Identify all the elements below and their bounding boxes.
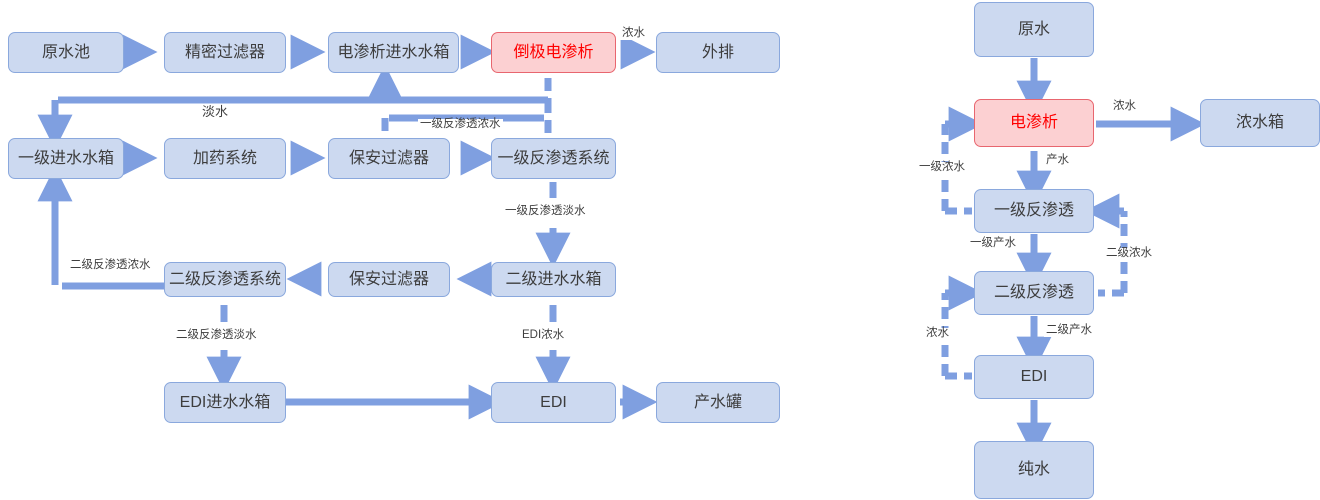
node-label: 二级反渗透系统: [168, 270, 281, 288]
node-label: 一级进水水箱: [17, 149, 114, 167]
node-stage1-feed-tank[interactable]: 一级进水水箱: [8, 138, 124, 179]
node-discharge[interactable]: 外排: [656, 32, 780, 73]
node-dosing-system[interactable]: 加药系统: [164, 138, 286, 179]
node-label: 二级进水水箱: [505, 270, 602, 288]
node-label: 浓水箱: [1235, 114, 1284, 131]
edge-label-ro1-permeate: 一级反渗透淡水: [503, 205, 588, 218]
node-label: 加药系统: [192, 149, 257, 167]
edge-label-ro1-concentrate: 一级反渗透浓水: [418, 118, 503, 131]
node-label: 一级反渗透: [993, 202, 1074, 219]
node-pure-water[interactable]: 纯水: [974, 441, 1094, 499]
node-label: 精密过滤器: [184, 43, 265, 61]
node-stage2-feed-tank[interactable]: 二级进水水箱: [491, 262, 616, 297]
edge-label-edi-concentrate: EDI浓水: [520, 329, 567, 342]
node-edi[interactable]: EDI: [491, 382, 616, 423]
edge-label-product-water: 产水: [1044, 154, 1071, 167]
node-label: 原水池: [41, 43, 90, 61]
node-raw-water[interactable]: 原水: [974, 2, 1094, 57]
node-label: 电渗析: [1009, 114, 1058, 131]
edge-label-concentrate-loop: 浓水: [924, 327, 951, 340]
node-label: 一级反渗透系统: [497, 149, 610, 167]
edge-label-concentrate: 浓水: [620, 27, 647, 40]
node-ro2[interactable]: 二级反渗透: [974, 271, 1094, 315]
node-cartridge-filter-2[interactable]: 保安过滤器: [328, 262, 450, 297]
node-label: 外排: [701, 43, 734, 61]
node-label: EDI: [1020, 368, 1048, 385]
node-ro1[interactable]: 一级反渗透: [974, 189, 1094, 233]
node-label: 保安过滤器: [348, 149, 429, 167]
edge-label-stage1-concentrate: 一级浓水: [917, 161, 967, 174]
node-product-water-tank[interactable]: 产水罐: [656, 382, 780, 423]
edge-label-stage2-concentrate: 二级浓水: [1104, 247, 1154, 260]
node-ed[interactable]: 电渗析: [974, 99, 1094, 147]
node-label: 原水: [1017, 20, 1050, 38]
node-ro2-system[interactable]: 二级反渗透系统: [164, 262, 286, 297]
edge-label-stage2-product: 二级产水: [1044, 324, 1094, 337]
node-label: 二级反渗透: [993, 284, 1074, 301]
node-cartridge-filter-1[interactable]: 保安过滤器: [328, 138, 450, 179]
node-label: 纯水: [1017, 461, 1050, 478]
node-ro1-system[interactable]: 一级反渗透系统: [491, 138, 616, 179]
edge-label-stage1-product: 一级产水: [968, 237, 1018, 250]
edge-label-ro2-permeate: 二级反渗透淡水: [174, 329, 259, 342]
node-edi-right[interactable]: EDI: [974, 355, 1094, 399]
edge-label-fresh-water: 淡水: [200, 104, 231, 119]
edge-label-ro2-concentrate: 二级反渗透浓水: [68, 259, 153, 272]
node-label: 保安过滤器: [348, 270, 429, 288]
node-ed-feed-tank[interactable]: 电渗析进水水箱: [328, 32, 459, 73]
node-label: 电渗析进水水箱: [337, 43, 450, 61]
node-edi-feed-tank[interactable]: EDI进水水箱: [164, 382, 286, 423]
node-edr[interactable]: 倒极电渗析: [491, 32, 616, 73]
node-label: EDI: [540, 393, 567, 411]
node-label: 倒极电渗析: [513, 43, 594, 61]
node-label: EDI进水水箱: [179, 393, 271, 411]
node-raw-water-pool[interactable]: 原水池: [8, 32, 124, 73]
node-label: 产水罐: [693, 393, 742, 411]
edge-label-right-concentrate: 浓水: [1111, 100, 1138, 113]
node-precision-filter[interactable]: 精密过滤器: [164, 32, 286, 73]
node-concentrate-tank[interactable]: 浓水箱: [1200, 99, 1320, 147]
